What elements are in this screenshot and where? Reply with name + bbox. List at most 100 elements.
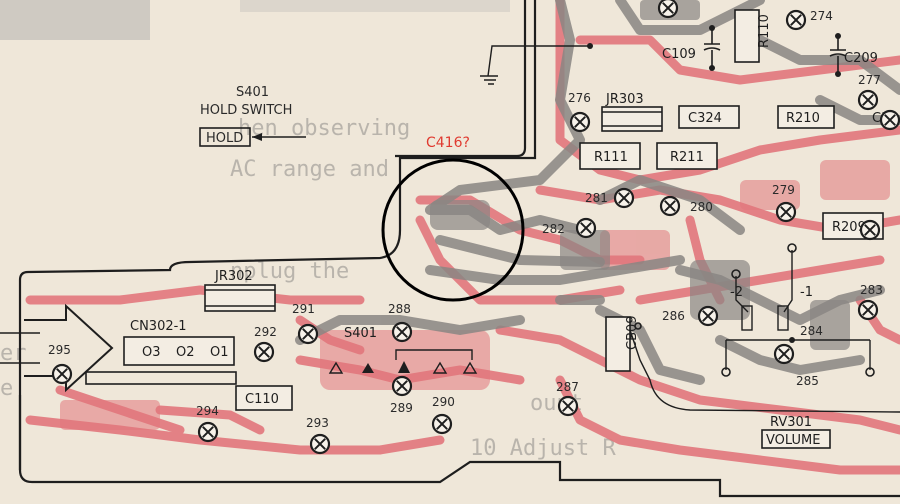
test-point-marker bbox=[309, 433, 331, 455]
jr303-label: JR303 bbox=[605, 92, 644, 107]
connector-leads bbox=[0, 332, 40, 364]
tp274-label: 274 bbox=[810, 9, 833, 23]
c324-label: C324 bbox=[688, 111, 722, 126]
annotation-label: C416? bbox=[426, 135, 470, 151]
jr302-body bbox=[204, 284, 276, 312]
ground-wire bbox=[480, 45, 588, 85]
top-shade bbox=[240, 0, 510, 12]
test-point-marker bbox=[391, 321, 413, 343]
test-point-marker bbox=[785, 9, 807, 31]
cn302-label: CN302-1 bbox=[130, 319, 187, 334]
test-point-marker bbox=[557, 395, 579, 417]
r211-label: R211 bbox=[670, 150, 704, 165]
test-point-labels: 274 276 277 279 280 281 282 283 284 285 … bbox=[48, 9, 883, 430]
r210-box bbox=[777, 105, 835, 129]
test-point-marker bbox=[859, 219, 881, 241]
tp288-label: 288 bbox=[388, 302, 411, 316]
r211-box bbox=[656, 142, 718, 170]
hold-tag-label: HOLD bbox=[206, 131, 243, 146]
ground-node bbox=[587, 43, 593, 49]
switch-pads bbox=[328, 349, 478, 374]
test-point-marker bbox=[775, 201, 797, 223]
hold-arrow-head bbox=[252, 133, 262, 141]
c110-label: C110 bbox=[245, 392, 279, 407]
s401-board-label: S401 bbox=[344, 326, 377, 341]
test-point-marker bbox=[391, 375, 413, 397]
test-point-marker bbox=[659, 195, 681, 217]
corner-shade bbox=[0, 0, 150, 40]
test-point-marker bbox=[431, 413, 453, 435]
r209-label: R209 bbox=[832, 220, 866, 235]
test-point-marker bbox=[569, 111, 591, 133]
test-point-marker bbox=[697, 305, 719, 327]
tp292-label: 292 bbox=[254, 325, 277, 339]
red-pads bbox=[60, 160, 890, 430]
test-point-marker bbox=[51, 363, 73, 385]
pot-pins bbox=[634, 243, 875, 377]
board-outline bbox=[18, 0, 900, 498]
r110-label: R110 bbox=[757, 14, 772, 48]
jr303-body bbox=[601, 106, 663, 132]
tp283-label: 283 bbox=[860, 283, 883, 297]
cb09-label: CB09 bbox=[625, 315, 640, 350]
capacitor-symbols bbox=[703, 30, 847, 72]
r210-label: R210 bbox=[786, 111, 820, 126]
tp282-label: 282 bbox=[542, 222, 565, 236]
ghost-line-7: 10 Adjust R bbox=[470, 436, 616, 461]
r111-box bbox=[579, 142, 641, 170]
c109-pin2 bbox=[709, 65, 715, 71]
r110-box bbox=[734, 9, 760, 63]
annotation-circle bbox=[381, 158, 525, 302]
test-points bbox=[51, 0, 900, 455]
switch-name-label: HOLD SWITCH bbox=[200, 103, 292, 118]
pot-node bbox=[789, 337, 795, 343]
c109-label: C109 bbox=[662, 47, 696, 62]
jr302-label: JR302 bbox=[214, 269, 253, 284]
test-point-marker bbox=[773, 343, 795, 365]
ghost-line-5: e bbox=[0, 376, 13, 401]
tp291-label: 291 bbox=[292, 302, 315, 316]
r111-label: R111 bbox=[594, 150, 628, 165]
ghost-line-2: AC range and bbox=[230, 157, 389, 182]
tp290-label: 290 bbox=[432, 395, 455, 409]
pot-minus1-label: -1 bbox=[800, 285, 813, 300]
tp289-label: 289 bbox=[390, 401, 413, 415]
volume-box bbox=[761, 429, 831, 449]
c324-box bbox=[678, 105, 740, 129]
test-point-marker bbox=[575, 217, 597, 239]
cn302-box bbox=[123, 336, 235, 366]
connector-bar bbox=[85, 371, 237, 385]
tp277-label: 277 bbox=[858, 73, 881, 87]
hold-tag-box bbox=[199, 127, 251, 147]
test-point-marker bbox=[857, 299, 879, 321]
switch-pad-filled-2 bbox=[398, 361, 410, 373]
tp279-label: 279 bbox=[772, 183, 795, 197]
component-boxes bbox=[123, 9, 884, 449]
c209-pin2 bbox=[835, 71, 841, 77]
cn-pin-2: O2 bbox=[176, 345, 195, 360]
ghost-line-4: er bbox=[0, 341, 27, 366]
test-point-marker bbox=[297, 323, 319, 345]
test-point-marker bbox=[879, 109, 900, 131]
test-point-marker bbox=[857, 89, 879, 111]
test-point-marker bbox=[657, 0, 679, 19]
tp285-label: 285 bbox=[796, 374, 819, 388]
cb09-box bbox=[605, 316, 631, 372]
red-traces bbox=[25, 0, 900, 475]
tp281-label: 281 bbox=[585, 191, 608, 205]
tp293-label: 293 bbox=[306, 416, 329, 430]
tp286-label: 286 bbox=[662, 309, 685, 323]
tp276-label: 276 bbox=[568, 91, 591, 105]
rv301-label: RV301 bbox=[770, 415, 812, 430]
cn-pin-1: O1 bbox=[210, 345, 229, 360]
test-point-marker bbox=[613, 187, 635, 209]
tp287-label: 287 bbox=[556, 380, 579, 394]
volume-label: VOLUME bbox=[766, 433, 820, 448]
tp280-label: 280 bbox=[690, 200, 713, 214]
ghost-line-3: nplug the bbox=[230, 259, 349, 284]
jumper-lines bbox=[205, 111, 662, 307]
background-text: hen observing AC range and nplug the er … bbox=[0, 116, 616, 461]
switch-ref-label: S401 bbox=[236, 85, 269, 100]
